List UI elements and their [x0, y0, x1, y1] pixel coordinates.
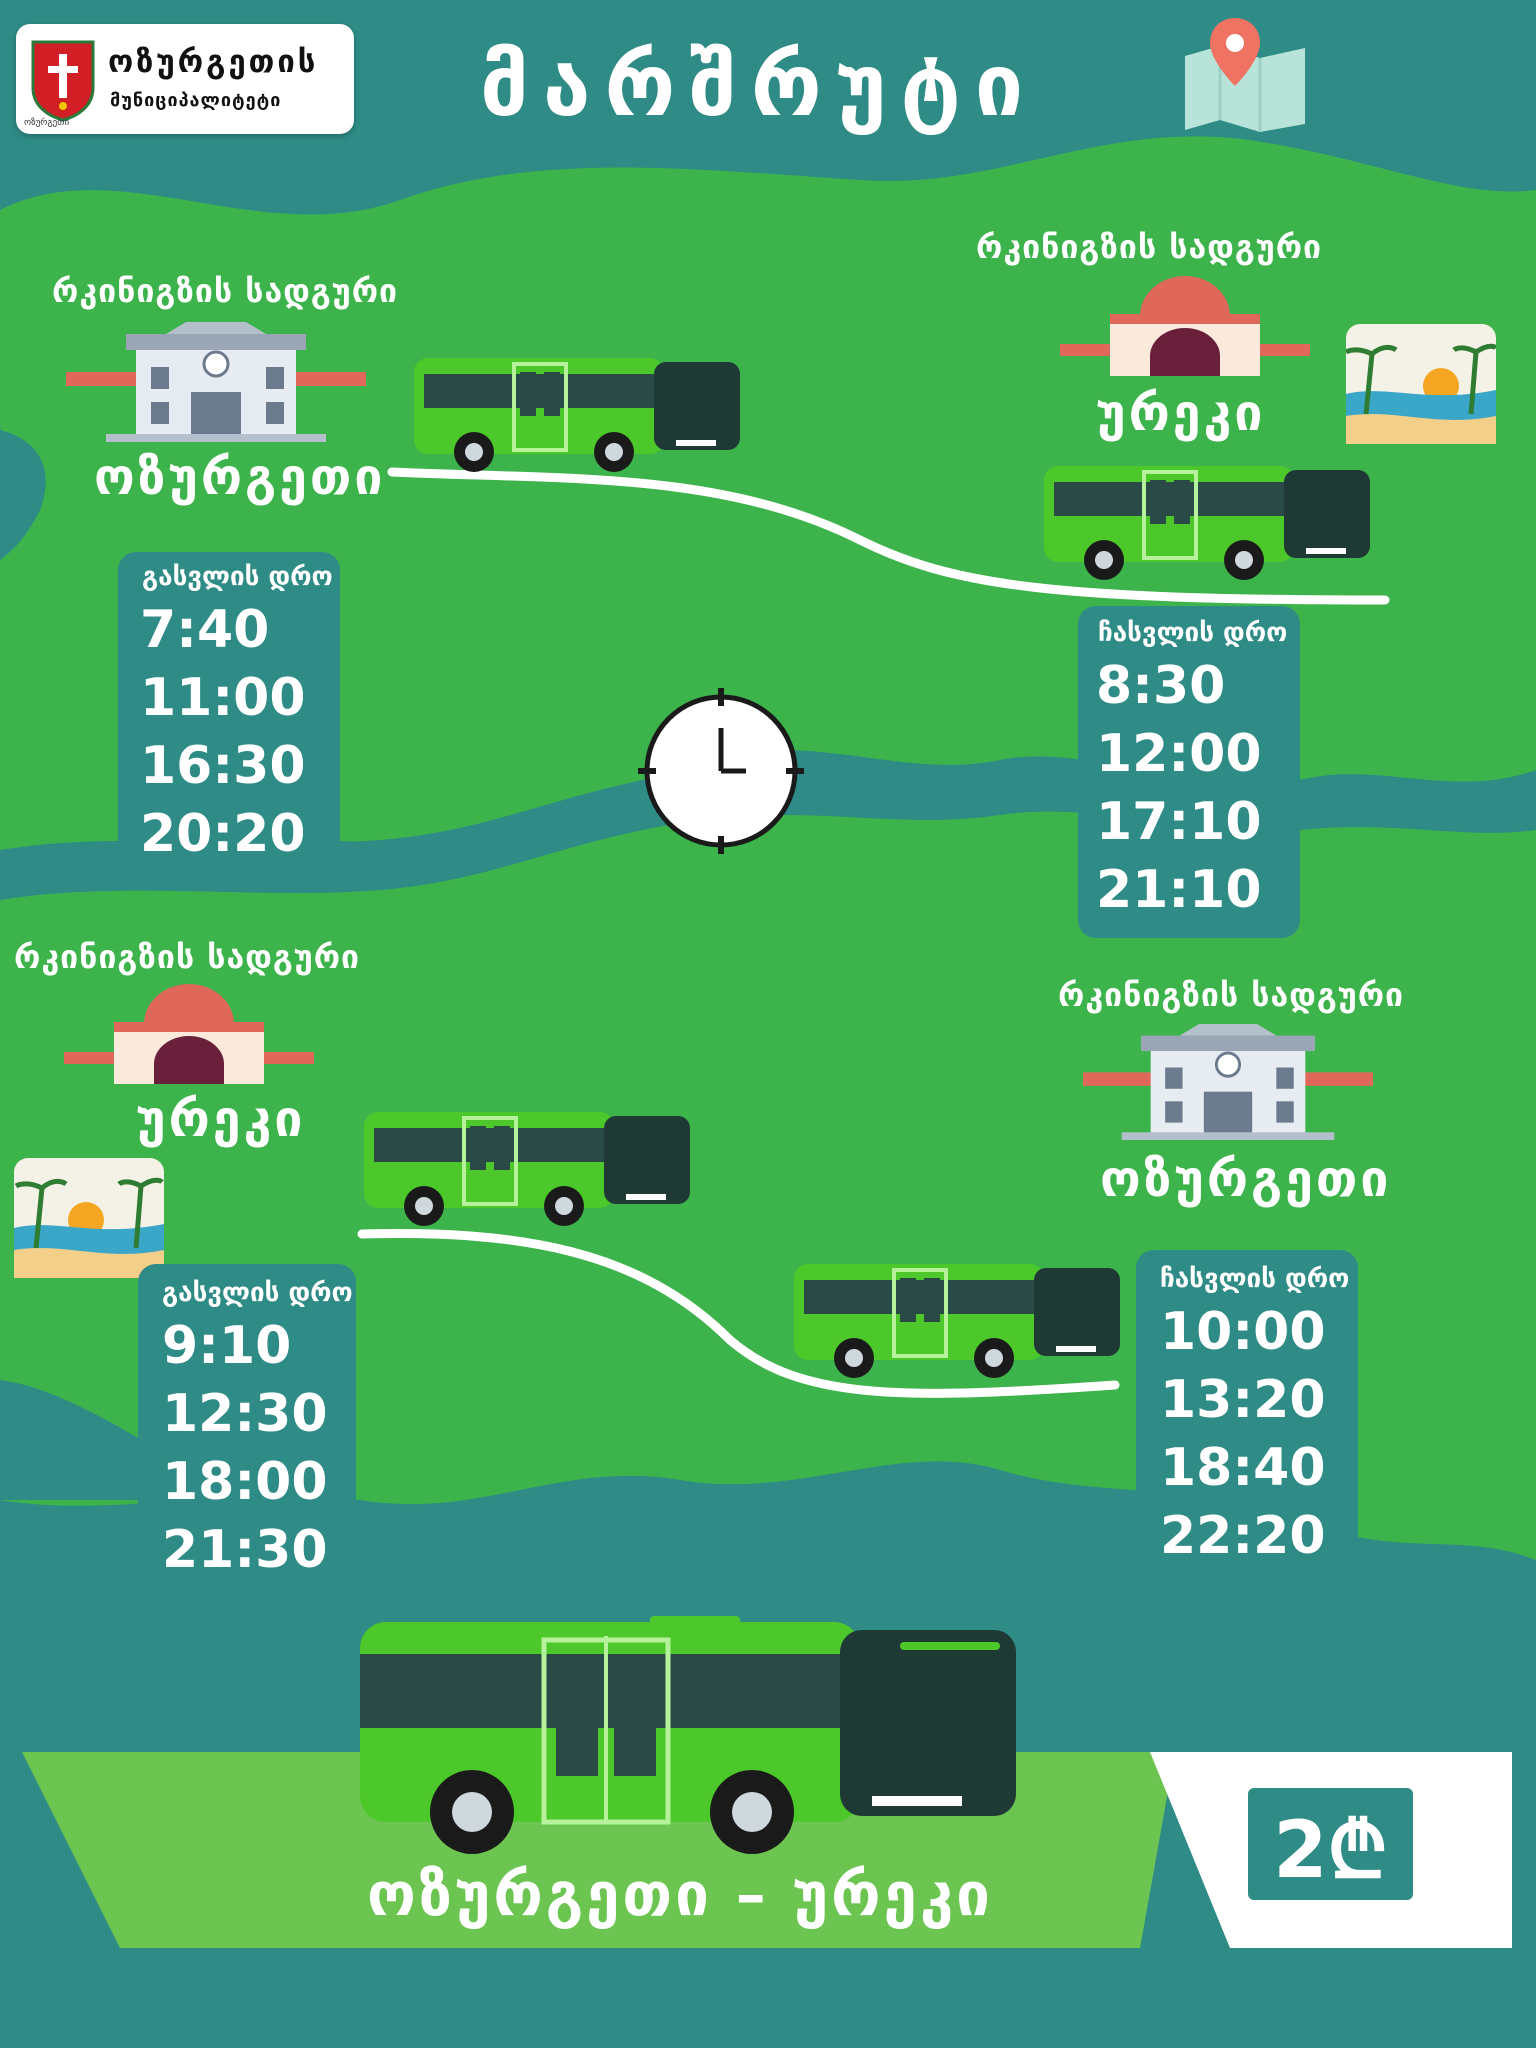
arrival-time: 21:10 — [1096, 860, 1262, 920]
arrival-time: 17:10 — [1096, 792, 1262, 852]
route-two-origin-city: ურეკი — [136, 1090, 306, 1148]
bus-icon — [360, 1616, 1016, 1854]
station-building-icon — [64, 984, 314, 1084]
route-two-arrival-card: ჩასვლის დრო 10:00 13:20 18:40 22:20 — [1136, 1250, 1358, 1582]
route-one-dest-city: ურეკი — [1096, 384, 1266, 442]
station-building-icon — [1083, 1024, 1373, 1140]
departure-time: 11:00 — [140, 668, 306, 728]
bus-icon — [794, 1264, 1120, 1378]
departure-title: გასვლის დრო — [142, 562, 333, 592]
route-one-arrival-card: ჩასვლის დრო 8:30 12:00 17:10 21:10 — [1078, 606, 1300, 938]
bus-icon — [414, 358, 740, 472]
arrival-time: 18:40 — [1160, 1438, 1326, 1498]
price-value: 2₾ — [1273, 1806, 1388, 1896]
arrival-time: 8:30 — [1096, 656, 1226, 716]
arrival-time: 12:00 — [1096, 724, 1262, 784]
municipality-crest-icon — [31, 40, 95, 122]
arrival-time: 10:00 — [1160, 1302, 1326, 1362]
bus-icon — [364, 1112, 690, 1226]
station-building-icon — [1060, 276, 1310, 376]
logo-badge: ოზურგეთი — [24, 118, 70, 128]
departure-time: 12:30 — [162, 1384, 328, 1444]
page-title: მარშრუტი — [480, 36, 1038, 136]
route-one-dest-station: რკინიგზის სადგური — [976, 228, 1323, 266]
departure-time: 7:40 — [140, 600, 270, 660]
route-name: ოზურგეთი – ურეკი — [367, 1860, 993, 1930]
arrival-time: 13:20 — [1160, 1370, 1326, 1430]
route-one-origin-city: ოზურგეთი — [94, 448, 386, 506]
logo-title: ოზურგეთის — [108, 44, 319, 80]
beach-icon — [1346, 324, 1496, 444]
beach-icon — [14, 1158, 164, 1278]
arrival-title: ჩასვლის დრო — [1098, 618, 1288, 648]
route-two-dest-city: ოზურგეთი — [1100, 1150, 1392, 1208]
arrival-title: ჩასვლის დრო — [1160, 1264, 1350, 1294]
route-two-origin-station: რკინიგზის სადგური — [14, 938, 361, 976]
route-one-departure-card: გასვლის დრო 7:40 11:00 16:30 20:20 — [118, 552, 340, 870]
departure-time: 20:20 — [140, 804, 306, 864]
departure-time: 21:30 — [162, 1520, 328, 1580]
municipality-logo-card: ოზურგეთი ოზურგეთის მუნიციპალიტეტი — [16, 24, 354, 134]
map-pin-icon — [1185, 18, 1305, 132]
departure-title: გასვლის დრო — [162, 1278, 353, 1308]
clock-icon — [638, 688, 804, 854]
route-two-dest-station: რკინიგზის სადგური — [1058, 976, 1405, 1014]
departure-time: 9:10 — [162, 1316, 292, 1376]
departure-time: 16:30 — [140, 736, 306, 796]
station-building-icon — [66, 322, 366, 442]
price-badge — [1248, 1788, 1413, 1900]
logo-subtitle: მუნიციპალიტეტი — [110, 90, 282, 111]
bus-icon — [1044, 466, 1370, 580]
route-two-departure-card: გასვლის დრო 9:10 12:30 18:00 21:30 — [138, 1264, 356, 1596]
arrival-time: 22:20 — [1160, 1506, 1326, 1566]
route-one-origin-station: რკინიგზის სადგური — [52, 272, 399, 310]
departure-time: 18:00 — [162, 1452, 328, 1512]
